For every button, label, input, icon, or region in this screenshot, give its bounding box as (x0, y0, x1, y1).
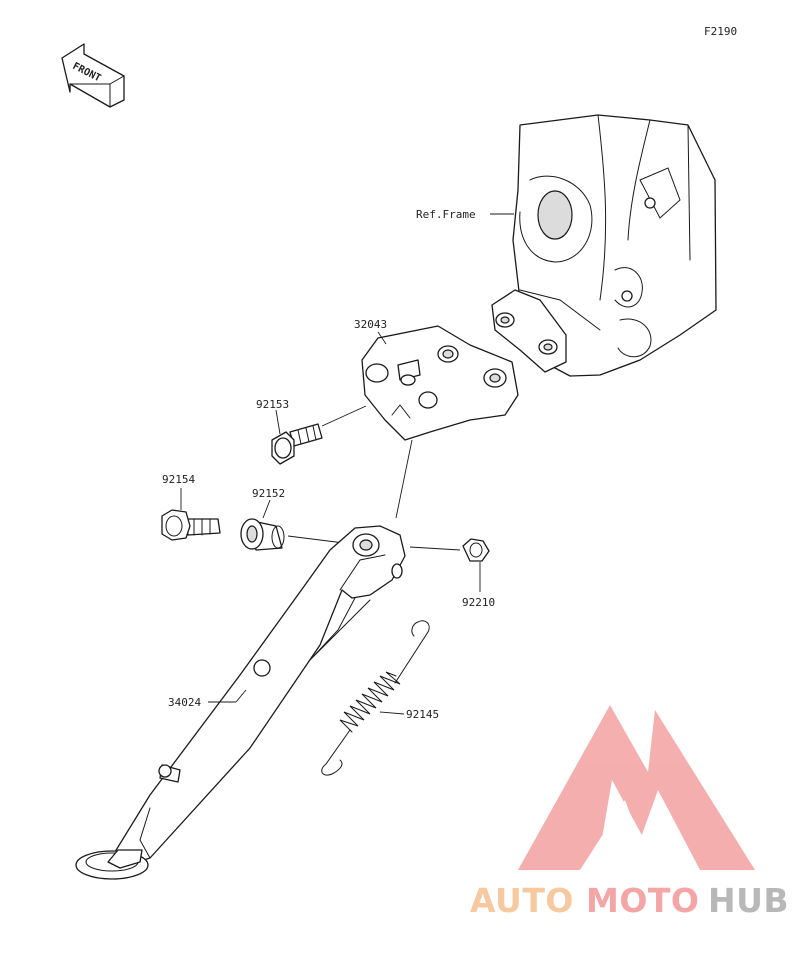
frame-reference: Ref.Frame (416, 114, 717, 377)
part-number-92154: 92154 (162, 473, 195, 486)
watermark-text: AUTO MOTO HUB (470, 881, 789, 920)
watermark-auto: AUTO (470, 881, 574, 920)
part-number-92145: 92145 (406, 708, 439, 721)
figure-code: F2190 (704, 25, 737, 38)
bolt-92154: 92154 (161, 473, 221, 541)
collar-92152: 92152 (240, 487, 353, 551)
part-number-92153: 92153 (256, 398, 289, 411)
ref-frame-label: Ref.Frame (416, 208, 476, 221)
watermark-logo-icon (518, 705, 755, 870)
side-stand-34024: 34024 (75, 525, 406, 880)
part-number-32043: 32043 (354, 318, 387, 331)
flange-bolt-92153: 92153 (256, 398, 367, 465)
part-number-92210: 92210 (462, 596, 495, 609)
nut-92210: 92210 (409, 538, 495, 609)
sidestand-bracket-32043: 32043 (354, 318, 519, 441)
watermark-moto: MOTO (586, 881, 699, 920)
part-number-34024: 34024 (168, 696, 201, 709)
spring-coils (339, 671, 401, 733)
front-arrow-icon: FRONT (61, 43, 125, 108)
watermark-hub: HUB (708, 881, 789, 920)
spring-92145: 92145 (321, 620, 439, 776)
part-number-92152: 92152 (252, 487, 285, 500)
